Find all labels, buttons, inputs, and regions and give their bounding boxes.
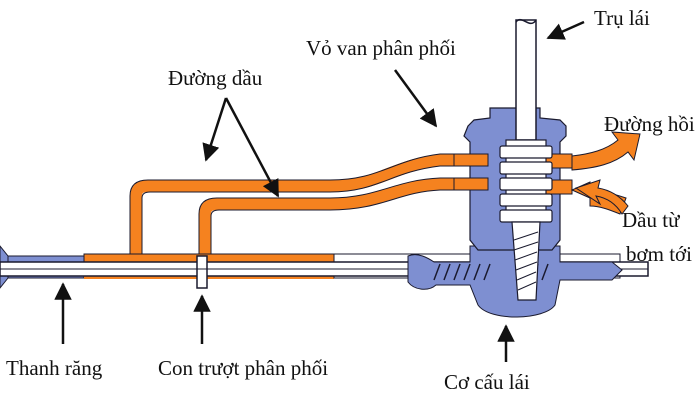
pointer-oil-line-2 bbox=[224, 97, 280, 198]
pointer-oil-line-1 bbox=[202, 97, 228, 162]
oil-line-outlines bbox=[129, 153, 462, 254]
flow-arrows bbox=[570, 131, 641, 215]
label-valve-housing: Vỏ van phân phối bbox=[306, 36, 456, 60]
label-oil-lines: Đường dầu bbox=[168, 66, 263, 90]
pointer-valve-housing bbox=[393, 69, 438, 128]
steering-shaft bbox=[499, 18, 553, 301]
label-spool: Con trượt phân phối bbox=[158, 356, 329, 380]
label-steering-column: Trụ lái bbox=[594, 6, 650, 30]
oil-line-lower bbox=[199, 178, 462, 254]
gear-housing-body bbox=[407, 245, 623, 318]
label-steering-gear: Cơ cấu lái bbox=[444, 370, 530, 394]
label-return-line: Đường hồi bbox=[604, 112, 695, 136]
pinion-shaft bbox=[511, 221, 541, 301]
pointer-steering-column bbox=[546, 20, 585, 40]
return-flow-arrow bbox=[571, 131, 641, 171]
shaft-top-break bbox=[515, 18, 537, 25]
pointer-arrows bbox=[54, 20, 585, 362]
pinion-helix bbox=[513, 231, 539, 291]
label-pump-inlet-1: Dầu từ bbox=[622, 208, 680, 232]
cylinder-body-lower bbox=[84, 276, 334, 279]
valve-port-lower bbox=[453, 177, 489, 191]
label-pump-inlet-2: bơm tới bbox=[626, 242, 692, 266]
oil-line-upper bbox=[130, 154, 462, 254]
label-rack: Thanh răng bbox=[6, 356, 103, 380]
valve-port-upper bbox=[453, 153, 489, 167]
shaft-upper bbox=[515, 19, 537, 141]
spool-piston bbox=[196, 255, 208, 289]
pump-flow-arrow-head bbox=[574, 179, 629, 215]
oil-lines bbox=[130, 154, 462, 254]
valve-rings bbox=[499, 145, 553, 223]
